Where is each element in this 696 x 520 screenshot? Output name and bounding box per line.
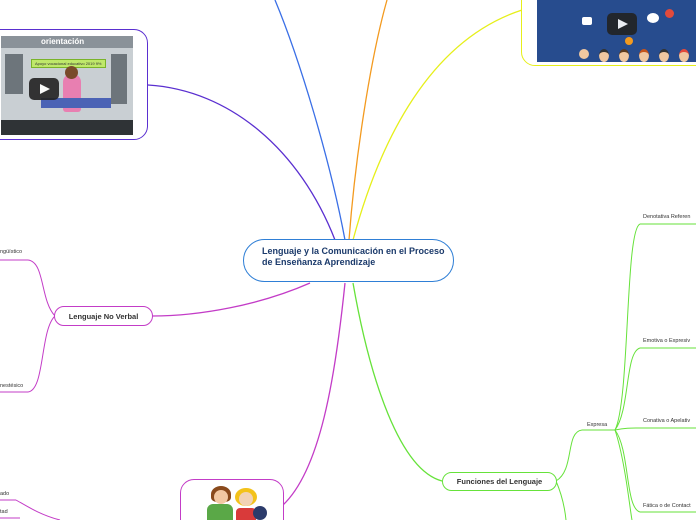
- leaf-tad[interactable]: tad: [0, 509, 8, 515]
- person-avatar: [579, 49, 589, 59]
- person-avatar: [639, 49, 649, 62]
- video-card-social[interactable]: [521, 0, 696, 66]
- video-thumbnail[interactable]: orientación Apoyo vocacional educativo 2…: [1, 36, 133, 135]
- person-avatar: [659, 49, 669, 62]
- social-bubble-icon: [625, 37, 633, 45]
- person-avatar: [599, 49, 609, 62]
- teacher-face: [214, 490, 228, 504]
- social-bubble-icon: [647, 13, 659, 23]
- video-thumbnail-social[interactable]: [537, 0, 696, 62]
- child-face: [239, 492, 253, 506]
- train-window: [5, 54, 23, 94]
- play-icon[interactable]: [607, 13, 637, 35]
- person-avatar: [679, 49, 689, 62]
- video-card-orientacion[interactable]: orientación Apoyo vocacional educativo 2…: [0, 29, 148, 140]
- leaf-conativa[interactable]: Conativa o Apelativ: [643, 418, 691, 424]
- play-icon[interactable]: [29, 78, 59, 100]
- train-door: [111, 54, 127, 104]
- leaf-kinestesico[interactable]: nestésico: [0, 383, 24, 389]
- train-floor: [1, 120, 133, 135]
- central-topic[interactable]: Lenguaje y la Comunicación en el Proceso…: [243, 239, 454, 282]
- train-seat: [41, 98, 111, 108]
- central-topic-label: Lenguaje y la Comunicación en el Proceso…: [262, 246, 445, 267]
- teacher-body: [207, 504, 233, 520]
- leaf-emotiva[interactable]: Emotiva o Expresiv: [643, 338, 691, 344]
- child-body: [236, 508, 256, 520]
- leaf-denotativa[interactable]: Denotativa Referen: [643, 214, 691, 220]
- image-card-teacher[interactable]: [180, 479, 284, 520]
- node-funciones-label: Funciones del Lenguaje: [456, 477, 543, 486]
- node-lenguaje-no-verbal-label: Lenguaje No Verbal: [68, 312, 139, 321]
- person-avatar: [619, 49, 629, 62]
- leaf-ado[interactable]: ado: [0, 491, 10, 497]
- second-child-face: [253, 506, 267, 520]
- leaf-linguistico[interactable]: ngüístico: [0, 249, 23, 255]
- leaf-fatica[interactable]: Fática o de Contact: [643, 503, 691, 509]
- social-bubble-icon: [665, 9, 674, 18]
- video-banner: orientación: [41, 37, 85, 46]
- passenger-head: [65, 66, 78, 79]
- node-funciones-del-lenguaje[interactable]: Funciones del Lenguaje: [442, 472, 557, 491]
- node-lenguaje-no-verbal[interactable]: Lenguaje No Verbal: [54, 306, 153, 326]
- leaf-expresa[interactable]: Expresa: [587, 422, 608, 428]
- social-bubble-icon: [582, 17, 592, 25]
- train-roof: [1, 36, 133, 48]
